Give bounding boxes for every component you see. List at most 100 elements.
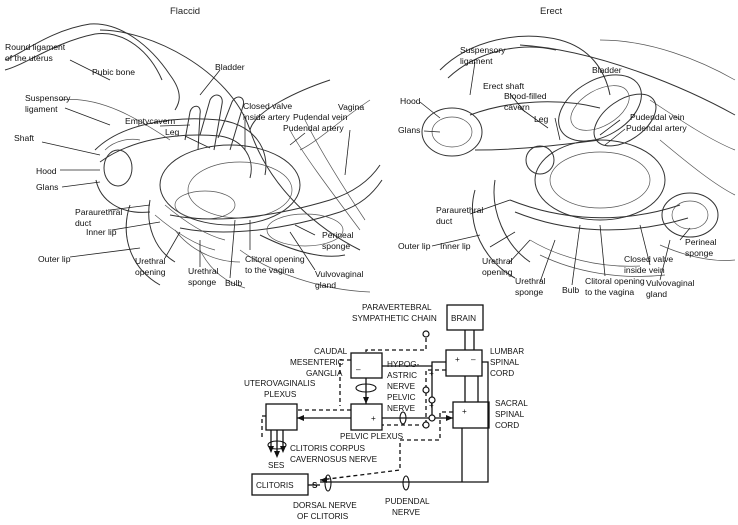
label-vulvovaginal-erect-2: gland [646,289,667,299]
label-blood-filled-cavern: Blood-filled [504,91,547,101]
label-urethral-opening-erect: Urethral [482,256,513,266]
label-perineal-erect: Perineal [685,237,717,247]
label-clitoral-opening-erect-2: to the vagina [585,287,634,297]
label-paravertebral: PARAVERTEBRAL [362,303,432,312]
label-pudendal: PUDENDAL [385,497,430,506]
label-lumbar: LUMBAR [490,347,524,356]
plus-marker-chain: + [429,369,434,378]
label-suspensory-erect: Suspensory [460,45,506,55]
label-vulvovaginal-gland-2: gland [315,280,336,290]
label-suspensory: Suspensory [25,93,71,103]
clitoris-box-label: CLITORIS [256,481,294,490]
label-hood: Hood [36,166,57,176]
label-lumbar-2: SPINAL [490,358,520,367]
label-pudendal-vein-erect: Pudendal vein [630,112,685,122]
label-bulb-erect: Bulb [562,285,579,295]
label-uterovaginalis: UTEROVAGINALIS [244,379,316,388]
label-bladder-erect: Bladder [592,65,622,75]
erect-labels: Suspensory ligament Bladder Hood Erect s… [398,45,717,299]
erect-anatomy-drawing [421,35,736,279]
label-pelvic-nerve: PELVIC [387,393,416,402]
label-shaft: Shaft [14,133,35,143]
label-corpus: CLITORIS CORPUS [290,444,365,453]
label-round-ligament: Round ligament [5,42,66,52]
label-urethral-opening-2: opening [135,267,166,277]
label-bulb: Bulb [225,278,242,288]
erect-leader-lines [419,61,691,286]
label-pubic-bone: Pubic bone [92,67,135,77]
label-perineal-sponge-2: sponge [322,241,350,251]
label-lumbar-3: CORD [490,369,514,378]
label-vagina: Vagina [338,102,364,112]
label-paraurethral-erect-2: duct [436,216,453,226]
label-pudendal-artery-erect: Pudendal artery [626,123,687,133]
label-blood-filled-cavern-2: cavern [504,102,530,112]
flaccid-panel: Flaccid [4,6,383,293]
label-hypogastric-3: NERVE [387,382,416,391]
label-closed-valve-erect: Closed valve [624,254,673,264]
pelvic-plexus-box [350,403,383,431]
label-urethral-sponge-2: sponge [188,277,216,287]
minus-marker-caudal: – [356,365,361,374]
label-paraurethral: Paraurethral [75,207,122,217]
label-outer-lip: Outer lip [38,254,71,264]
label-inner-lip: Inner lip [86,227,117,237]
label-paravertebral-2: SYMPATHETIC CHAIN [352,314,437,323]
label-vulvovaginal-gland: Vulvovaginal [315,269,364,279]
neural-schematic: BRAIN CLITORIS [244,303,528,521]
label-closed-valve: Closed valve [243,101,292,111]
label-bladder: Bladder [215,62,245,72]
label-outer-lip-erect: Outer lip [398,241,431,251]
label-urethral-sponge-erect: Urethral [515,276,546,286]
caudal-ganglia-box [350,352,383,379]
sacral-cord-box [452,401,490,429]
label-pelvic-plexus: PELVIC PLEXUS [340,432,404,441]
label-paraurethral-2: duct [75,218,92,228]
label-closed-valve-erect-2: inside vein [624,265,665,275]
label-inner-lip-erect: Inner lip [440,241,471,251]
flaccid-anatomy-drawing [4,23,383,293]
label-clitoral-opening: Clitoral opening [245,254,305,264]
label-dorsal-nerve: DORSAL NERVE [293,501,357,510]
label-uterovaginalis-2: PLEXUS [264,390,297,399]
label-suspensory-2: ligament [25,104,58,114]
label-clitoral-opening-2: to the vagina [245,265,294,275]
label-hypogastric: HYPOG- [387,360,420,369]
label-glans: Glans [36,182,58,192]
erect-panel: Erect [398,6,736,299]
label-empty-cavern: Emptycavern [125,116,175,126]
label-leg-erect: Leg [534,114,549,124]
label-ses: SES [268,461,285,470]
label-leg: Leg [165,127,180,137]
label-pudendal-vein: Pudendal vein [293,112,348,122]
plus-marker-lumbar: + [455,355,460,364]
label-caudal-3: GANGLIA [306,369,343,378]
label-caudal: CAUDAL [314,347,348,356]
plus-marker-chain-2: + [429,401,434,410]
flaccid-title: Flaccid [170,6,200,17]
label-suspensory-erect-2: ligament [460,56,493,66]
label-glans-erect: Glans [398,125,420,135]
lumbar-cord-box [445,349,483,377]
plus-marker-pelvic: + [371,414,376,423]
label-urethral-opening-erect-2: opening [482,267,513,277]
label-sacral-2: SPINAL [495,410,525,419]
label-perineal-erect-2: sponge [685,248,713,258]
label-round-ligament-2: of the uterus [5,53,53,63]
label-s-marker: S [312,481,318,490]
label-paraurethral-erect: Paraurethral [436,205,483,215]
label-perineal-sponge: Perineal [322,230,354,240]
uterovaginalis-plexus-box [265,403,298,431]
plus-marker-sacral: + [462,407,467,416]
label-pelvic-nerve-2: NERVE [387,404,416,413]
label-hood-erect: Hood [400,96,421,106]
label-urethral-sponge: Urethral [188,266,219,276]
label-pudendal-2: NERVE [392,508,421,517]
flaccid-labels: Round ligament of the uterus Pubic bone … [5,42,364,290]
minus-marker-lumbar: – [471,355,476,364]
label-sacral: SACRAL [495,399,528,408]
label-closed-valve-2: inside artery [243,112,291,122]
label-caudal-2: MESENTERIC [290,358,344,367]
label-vulvovaginal-erect: Vulvovaginal [646,278,695,288]
